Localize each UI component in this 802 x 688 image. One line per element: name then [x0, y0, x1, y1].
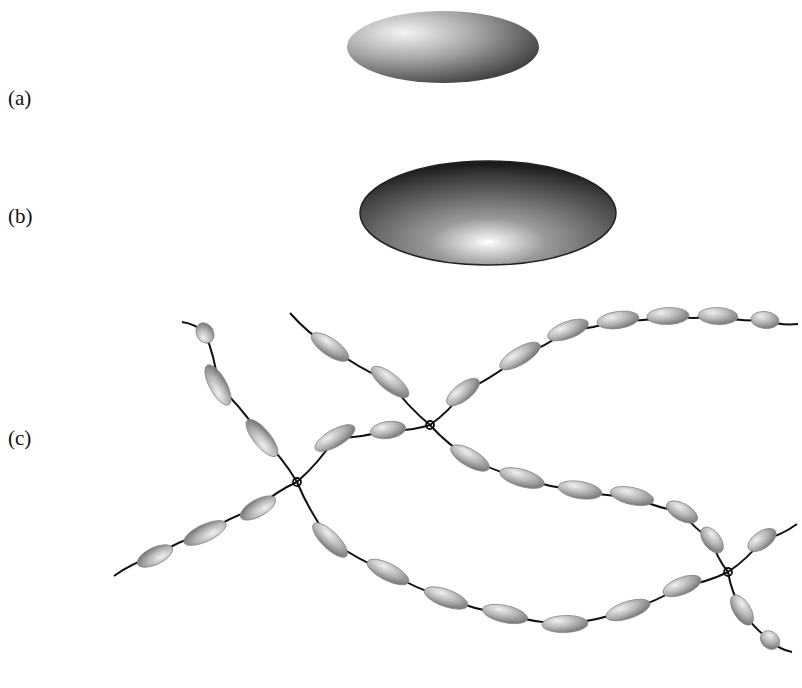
linker-chain [430, 316, 798, 425]
linker-chain [728, 524, 797, 572]
ellipsoid-unit [308, 518, 353, 562]
crosslink-node [426, 421, 434, 429]
ellipsoid-unit [545, 315, 591, 346]
ellipsoid-unit [442, 373, 483, 410]
ellipsoid-unit [241, 415, 283, 461]
ellipsoid-unit [698, 307, 738, 326]
panel-label: (a) [8, 86, 31, 111]
ellipsoid-unit [542, 615, 589, 634]
panel-label: (c) [8, 426, 31, 451]
linker-chain [182, 322, 297, 482]
linker-chain [430, 425, 728, 572]
ellipsoid-unit [596, 309, 640, 332]
ellipsoid-network [114, 307, 798, 654]
ellipsoid-unit [237, 491, 280, 525]
ellipsoid-unit [663, 496, 701, 527]
ellipsoid-unit [609, 483, 656, 509]
ellipsoid-unit [134, 540, 176, 572]
linker-chain [297, 482, 728, 624]
ellipsoid-unit [421, 582, 470, 614]
ellipsoid-unit [660, 571, 704, 601]
linker-chain [114, 482, 297, 576]
ellipsoid-unit [192, 319, 217, 346]
ellipsoid-unit [726, 591, 758, 629]
ellipsoid-unit [744, 524, 780, 556]
ellipsoid-unit [496, 337, 544, 375]
linker-chain [290, 313, 430, 425]
ellipsoid-unit [447, 440, 493, 476]
ellipsoid-unit [367, 361, 414, 403]
ellipsoid-unit [647, 307, 690, 326]
ellipsoid-unit [364, 554, 413, 590]
ellipsoid-unit [498, 463, 547, 492]
ellipsoid-unit [481, 601, 530, 627]
prolate-ellipsoid [347, 11, 539, 83]
ellipsoid-unit [603, 595, 652, 625]
panel-label: (b) [8, 204, 33, 229]
linker-chain [297, 425, 430, 482]
ellipsoid-unit [307, 328, 353, 367]
ellipsoid-unit [696, 523, 728, 557]
crosslink-node [293, 478, 301, 486]
ellipsoid-unit [369, 419, 407, 441]
ellipsoid-unit [756, 627, 783, 654]
ellipsoid-unit [557, 478, 603, 502]
ellipsoid-unit [750, 310, 780, 330]
ellipsoid-unit [181, 516, 230, 551]
ellipsoid-unit [311, 419, 359, 456]
ellipsoid-unit [200, 361, 236, 409]
ellipsoid-shell [360, 161, 616, 265]
crosslink-node [724, 568, 732, 576]
